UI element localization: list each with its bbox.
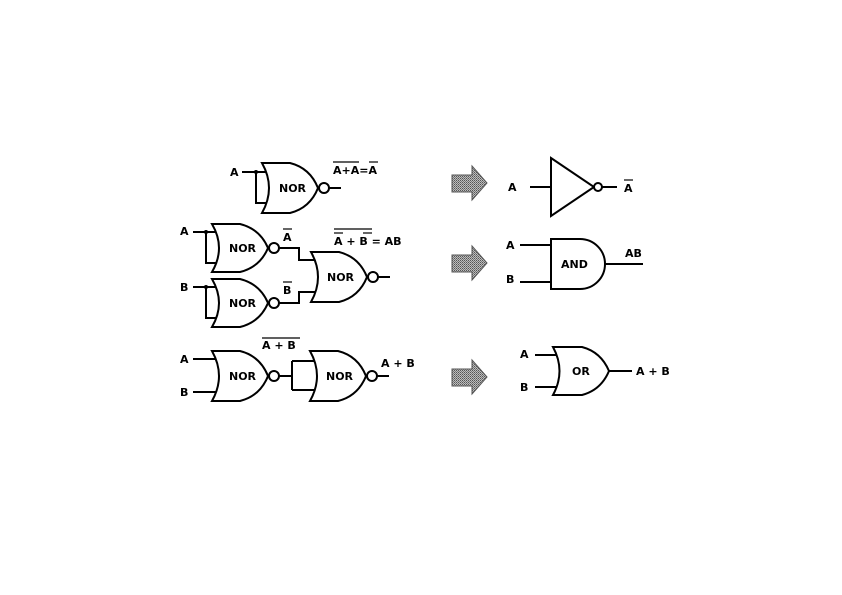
nor-gate-2-label: NOR	[229, 297, 257, 310]
not-input-a-label: A	[508, 181, 517, 194]
loop-wire-b	[205, 287, 218, 319]
or-output-label: A + B	[636, 365, 670, 378]
a-bar-label: A	[283, 231, 292, 244]
right-arrow-icon	[451, 358, 488, 396]
nor-gate-2: NOR	[308, 350, 389, 402]
input-b-label: B	[180, 386, 188, 399]
wire-g2-to-g3	[279, 291, 316, 304]
row-or-from-nor: A B NOR A + B NOR A + B A B OR A + B	[180, 337, 670, 402]
or-input-wires	[535, 354, 558, 388]
svg-text:A + B = AB: A + B = AB	[334, 235, 402, 248]
or-gate: OR	[551, 346, 632, 396]
and-input-b-label: B	[506, 273, 514, 286]
nor-gate: NOR	[260, 162, 341, 214]
nor-gate-2: NOR	[210, 278, 280, 328]
and-gate-label: AND	[561, 258, 588, 271]
loop-wire	[255, 172, 268, 204]
intermediate-expression: A + B	[262, 337, 300, 352]
nor-gate-1: NOR	[210, 350, 280, 402]
input-a-label: A	[180, 353, 189, 366]
loop-wire-a	[205, 232, 218, 264]
right-arrow-icon	[451, 164, 488, 202]
and-input-a-label: A	[506, 239, 515, 252]
or-output-expression: A + B	[381, 357, 415, 370]
input-a-label: A	[230, 166, 239, 179]
nor-gate-3-label: NOR	[327, 271, 355, 284]
svg-text:A+A=A: A+A=A	[333, 164, 377, 177]
input-b-label: B	[180, 281, 188, 294]
nor-gate-1-label: NOR	[229, 242, 257, 255]
nor-gate-3: NOR	[309, 251, 390, 303]
right-arrow-icon	[451, 244, 488, 282]
or-gate-label: OR	[572, 365, 590, 378]
nor-gate-2-label: NOR	[326, 370, 354, 383]
wire-g1-to-g3	[279, 247, 316, 261]
nor-gate-1: NOR	[210, 223, 280, 273]
svg-text:A + B: A + B	[262, 339, 296, 352]
not-output-label: A	[624, 182, 633, 195]
row-and-from-nor: A NOR A B NOR B NOR	[180, 223, 643, 328]
row-not-from-nor: A NOR A+A=A A A	[230, 156, 633, 218]
wire-g1-to-g2	[279, 360, 316, 391]
and-gate: AND	[550, 238, 643, 290]
nor-gate-label: NOR	[279, 182, 307, 195]
and-output-label: AB	[625, 247, 642, 260]
and-input-wires	[520, 244, 551, 283]
nor-gate-1-label: NOR	[229, 370, 257, 383]
not-gate	[550, 156, 617, 218]
output-expression: A+A=A	[333, 161, 378, 177]
and-output-expression: A + B = AB	[334, 228, 402, 248]
or-input-b-label: B	[520, 381, 528, 394]
input-a-label: A	[180, 225, 189, 238]
or-input-a-label: A	[520, 348, 529, 361]
b-bar-label: B	[283, 284, 291, 297]
input-wires	[193, 358, 218, 393]
